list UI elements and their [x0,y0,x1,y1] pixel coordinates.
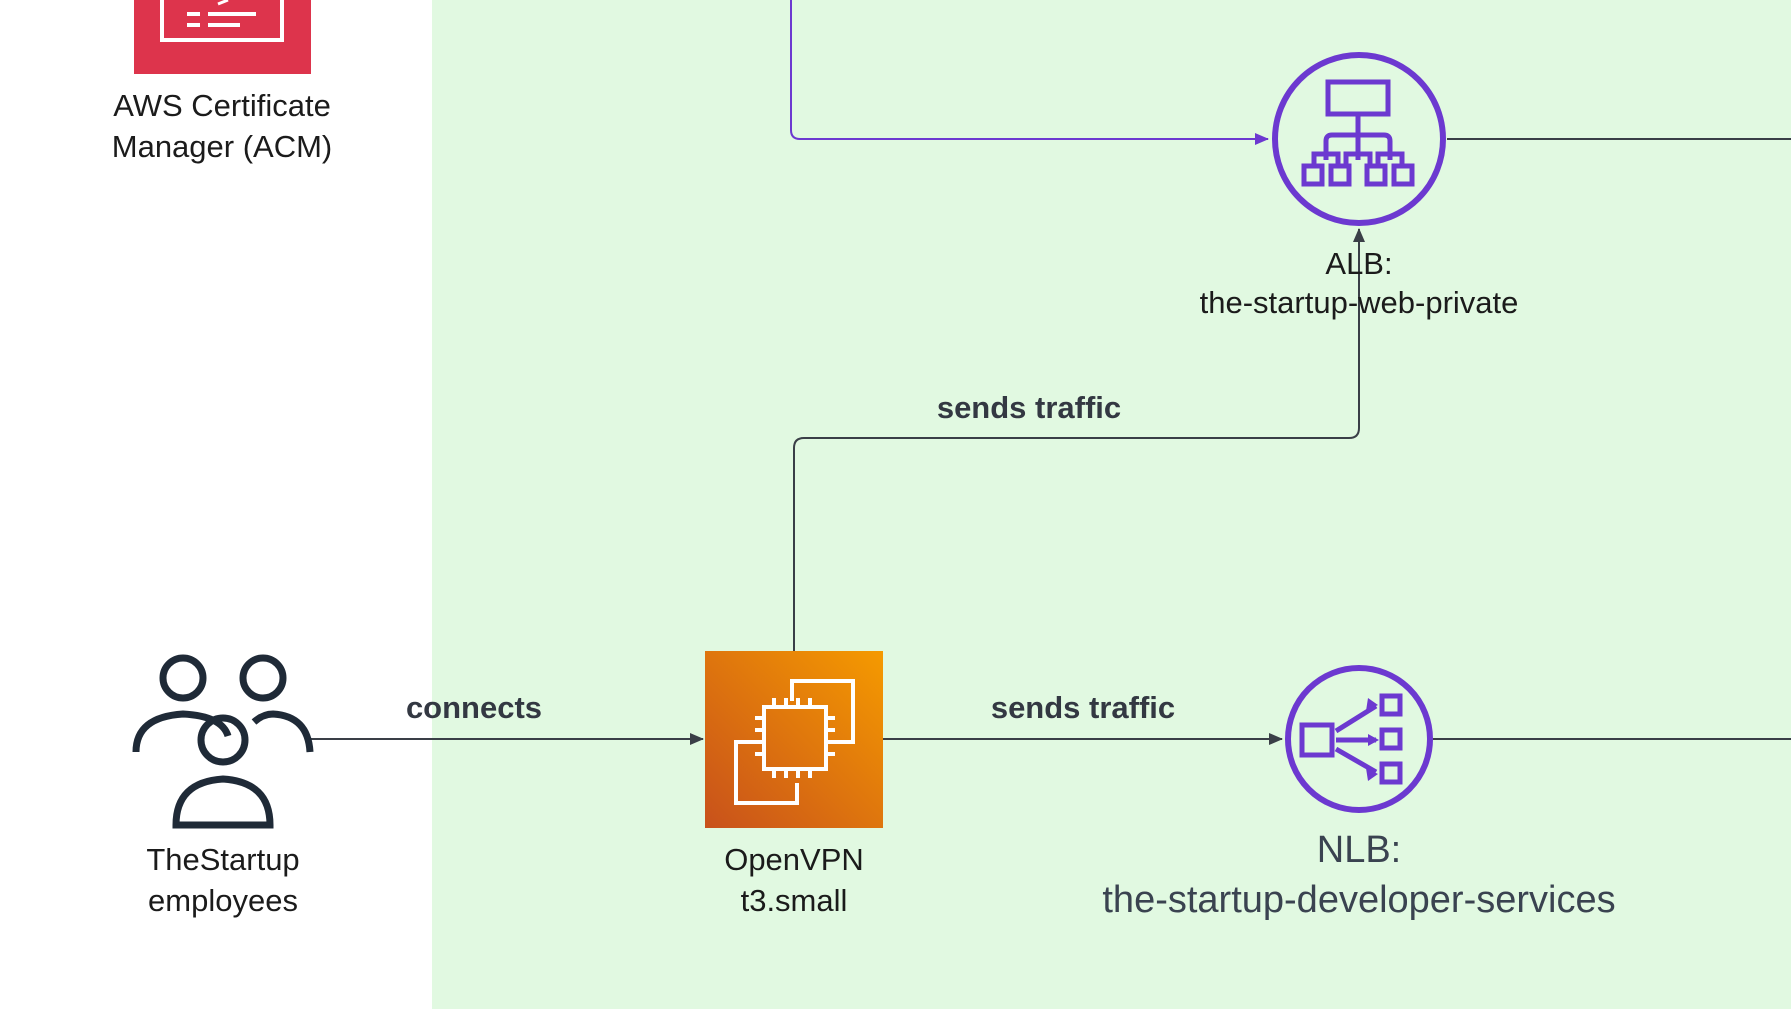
ec2-instance-icon[interactable] [705,651,883,828]
users-icon[interactable] [132,654,314,829]
nlb-label-line1: NLB: [1317,829,1401,871]
application-load-balancer-icon[interactable] [1272,52,1446,226]
acm-label-line1: AWS Certificate [113,88,331,123]
edge-label-vpn-alb: sends traffic [937,390,1121,425]
edge-vpn-to-alb [793,228,1365,651]
edge-label-connects: connects [406,690,542,725]
edge-top-to-alb [790,0,1269,145]
users-label-line2: employees [148,883,298,918]
vpc-region [432,0,1791,1009]
openvpn-label-line2: t3.small [741,883,848,918]
alb-label-line2: the-startup-web-private [1200,285,1519,320]
network-load-balancer-icon[interactable] [1285,665,1433,813]
edge-label-vpn-nlb: sends traffic [991,690,1175,725]
certificate-icon[interactable] [134,0,311,74]
openvpn-label-line1: OpenVPN [724,842,864,877]
users-label-line1: TheStartup [146,842,299,877]
acm-label-line2: Manager (ACM) [112,129,333,164]
alb-label-line1: ALB: [1325,246,1392,281]
nlb-label-line2: the-startup-developer-services [1102,879,1615,921]
